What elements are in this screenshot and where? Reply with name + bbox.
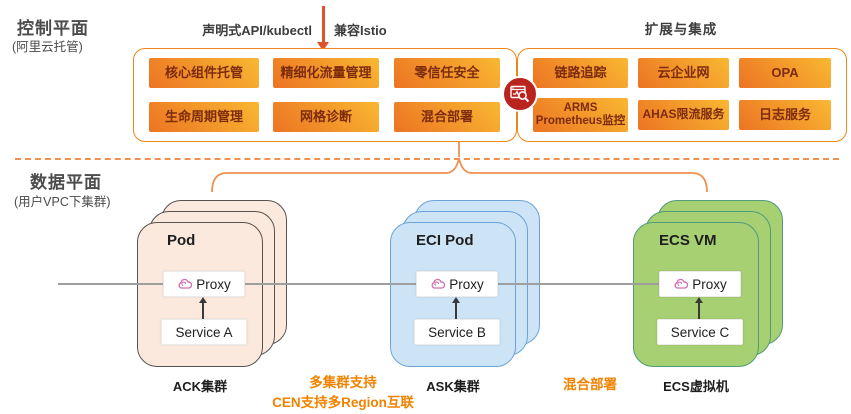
service-to-proxy-line [455, 303, 457, 319]
proxy-node: Proxy [659, 271, 741, 297]
proxy-label: Proxy [196, 276, 231, 292]
ext-ahas: AHAS限流服务 [638, 100, 729, 130]
data-plane-title: 数据平面 [30, 173, 102, 192]
cluster-label: ECS虚拟机 [663, 379, 729, 394]
feature-traffic-mgmt: 精细化流量管理 [273, 58, 379, 88]
service-to-proxy-line [698, 303, 700, 319]
service-node: Service A [161, 319, 247, 345]
plane-divider-dashed-line [15, 158, 839, 160]
monitor-search-icon [502, 76, 538, 112]
mesh-proxy-cloud-icon [431, 278, 446, 289]
mesh-traffic-line [58, 283, 700, 285]
feature-hybrid-deploy: 混合部署 [394, 102, 500, 132]
service-node: Service C [657, 319, 743, 345]
cluster-label: ASK集群 [426, 379, 480, 394]
ext-arms-line1: ARMS [563, 101, 598, 114]
feature-lifecycle-mgmt: 生命周期管理 [149, 102, 259, 132]
service-to-proxy-arrowhead [452, 297, 460, 303]
ext-opa: OPA [739, 58, 831, 88]
mesh-proxy-cloud-icon [674, 278, 689, 289]
extension-box: 链路追踪 云企业网 OPA ARMS Prometheus监控 AHAS限流服务… [517, 48, 847, 142]
ext-arms-line2: Prometheus监控 [535, 115, 626, 127]
hybrid-deploy-note: 混合部署 [563, 377, 617, 392]
api-arrow-line [322, 6, 325, 42]
feature-core-components: 核心组件托管 [149, 58, 259, 88]
cluster-label: ACK集群 [172, 379, 228, 394]
extension-section-title: 扩展与集成 [644, 22, 718, 37]
cluster-title: Pod [167, 232, 196, 249]
service-to-proxy-arrowhead [199, 297, 207, 303]
service-label: Service C [670, 324, 730, 340]
service-label: Service A [175, 324, 233, 340]
cluster-ask: ECI Pod Proxy Service B ASK集群 [390, 200, 550, 395]
proxy-node: Proxy [416, 271, 498, 297]
monitor-search-glyph [510, 85, 530, 103]
mesh-proxy-cloud-icon [178, 278, 193, 289]
control-plane-box: 核心组件托管 精细化流量管理 零信任安全 生命周期管理 网格诊断 混合部署 [133, 48, 517, 142]
ext-arms-prometheus: ARMS Prometheus监控 [533, 98, 628, 132]
multi-cluster-note-line2: CEN支持多Region互联 [272, 395, 414, 410]
cluster-title: ECS VM [659, 232, 717, 249]
multi-cluster-note-line1: 多集群支持 [309, 375, 377, 390]
ext-tracing: 链路追踪 [533, 58, 628, 88]
feature-mesh-diagnosis: 网格诊断 [273, 102, 379, 132]
ext-cen: 云企业网 [638, 58, 729, 88]
service-to-proxy-line [202, 303, 204, 319]
istio-compat-label: 兼容Istio [334, 23, 387, 38]
service-node: Service B [414, 319, 500, 345]
data-plane-subtitle: (用户VPC下集群) [14, 195, 111, 209]
declarative-api-label: 声明式API/kubectl [202, 23, 312, 38]
service-label: Service B [428, 324, 486, 340]
control-plane-title: 控制平面 [17, 19, 89, 38]
cluster-ack: Pod Proxy Service A ACK集群 [137, 200, 297, 395]
cluster-ecs: ECS VM Proxy Service C ECS虚拟机 [633, 200, 793, 395]
service-to-proxy-arrowhead [695, 297, 703, 303]
ext-log-service: 日志服务 [739, 100, 831, 130]
control-plane-subtitle: (阿里云托管) [12, 40, 83, 54]
proxy-node: Proxy [163, 271, 245, 297]
cluster-title: ECI Pod [416, 232, 474, 249]
feature-zero-trust: 零信任安全 [394, 58, 500, 88]
proxy-label: Proxy [449, 276, 484, 292]
api-arrow-head [317, 42, 329, 51]
proxy-label: Proxy [692, 276, 727, 292]
